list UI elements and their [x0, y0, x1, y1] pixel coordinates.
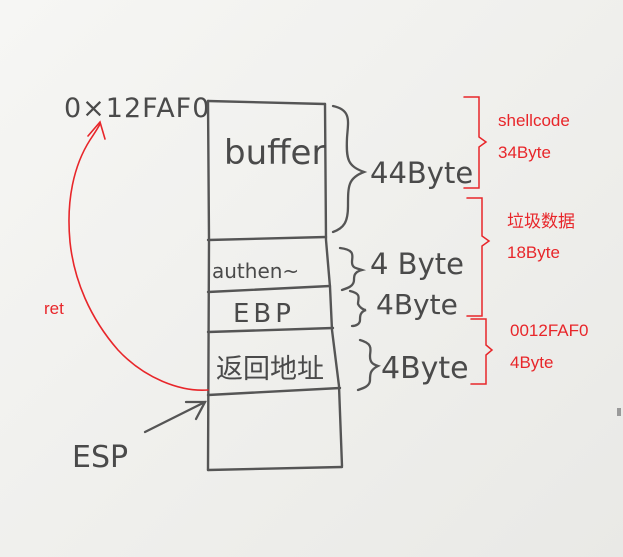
- divider-ret-below: [206, 386, 342, 397]
- annotation-return-value-title: 0012FAF0: [510, 321, 588, 340]
- stack-left-edge: [206, 99, 211, 472]
- divider-buffer-authen: [206, 235, 328, 242]
- size-braces: [331, 104, 381, 392]
- annotation-return-value-size: 4Byte: [510, 353, 553, 372]
- ret-arrow-head: [87, 120, 106, 140]
- esp-arrow-shaft: [143, 400, 207, 434]
- annotation-shellcode-size: 34Byte: [498, 143, 551, 162]
- annotation-junk-size: 18Byte: [507, 243, 560, 262]
- brace-authen: [338, 246, 367, 292]
- annotation-shellcode-title: shellcode: [498, 111, 570, 130]
- ret-arrow-curve: [68, 123, 209, 391]
- stack-frame: [206, 99, 344, 472]
- bracket-junk: [466, 197, 491, 317]
- red-brackets: [463, 96, 494, 385]
- brace-ebp: [348, 289, 367, 328]
- size-buffer: 44Byte: [370, 156, 473, 190]
- size-return-address: 4Byte: [381, 351, 469, 386]
- brace-buffer: [331, 104, 368, 234]
- stack-bottom-edge: [206, 465, 344, 472]
- size-ebp: 4Byte: [376, 288, 458, 321]
- stack-top-edge: [206, 99, 327, 106]
- esp-label: ESP: [72, 440, 128, 475]
- top-address-label: 0×12FAF0: [64, 93, 210, 124]
- cell-buffer-label: buffer: [224, 133, 325, 173]
- stack-right-edge: [323, 102, 344, 468]
- brace-return-address: [356, 338, 381, 392]
- ret-label: ret: [44, 299, 64, 318]
- divider-ebp-ret: [206, 326, 335, 334]
- bracket-shellcode: [463, 96, 488, 189]
- size-authen: 4 Byte: [370, 247, 464, 281]
- cell-return-address-label: 返回地址: [216, 354, 324, 385]
- bracket-return-value: [470, 318, 494, 385]
- cell-ebp-label: EBP: [233, 299, 295, 329]
- esp-arrow: [143, 400, 207, 434]
- edge-mark: [617, 408, 621, 416]
- cell-authen-label: authen~: [212, 259, 299, 283]
- divider-authen-ebp: [206, 284, 332, 294]
- esp-arrow-head: [184, 400, 207, 421]
- annotation-junk-title: 垃圾数据: [507, 212, 575, 231]
- ret-arrow: [68, 120, 209, 391]
